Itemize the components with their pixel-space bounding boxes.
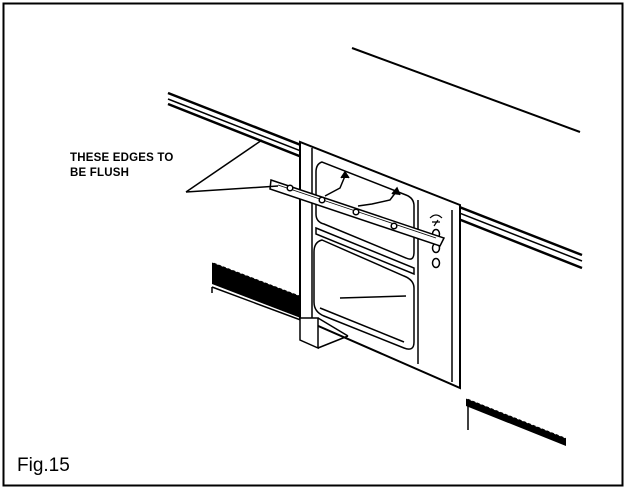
right-plinth-hatch bbox=[465, 397, 567, 446]
callout-line-2: BE FLUSH bbox=[70, 167, 130, 179]
worktop-back-edge bbox=[351, 47, 581, 133]
figure-label: Fig.15 bbox=[17, 455, 70, 476]
callout-label: THESE EDGES TO BE FLUSH bbox=[70, 151, 174, 181]
middle-strip bbox=[315, 226, 415, 276]
lower-compartment bbox=[313, 239, 415, 350]
callout-leaders bbox=[185, 139, 279, 193]
fixing-arrows bbox=[324, 170, 401, 207]
callout-line-1: THESE EDGES TO bbox=[70, 152, 174, 164]
upper-compartment bbox=[315, 161, 415, 260]
